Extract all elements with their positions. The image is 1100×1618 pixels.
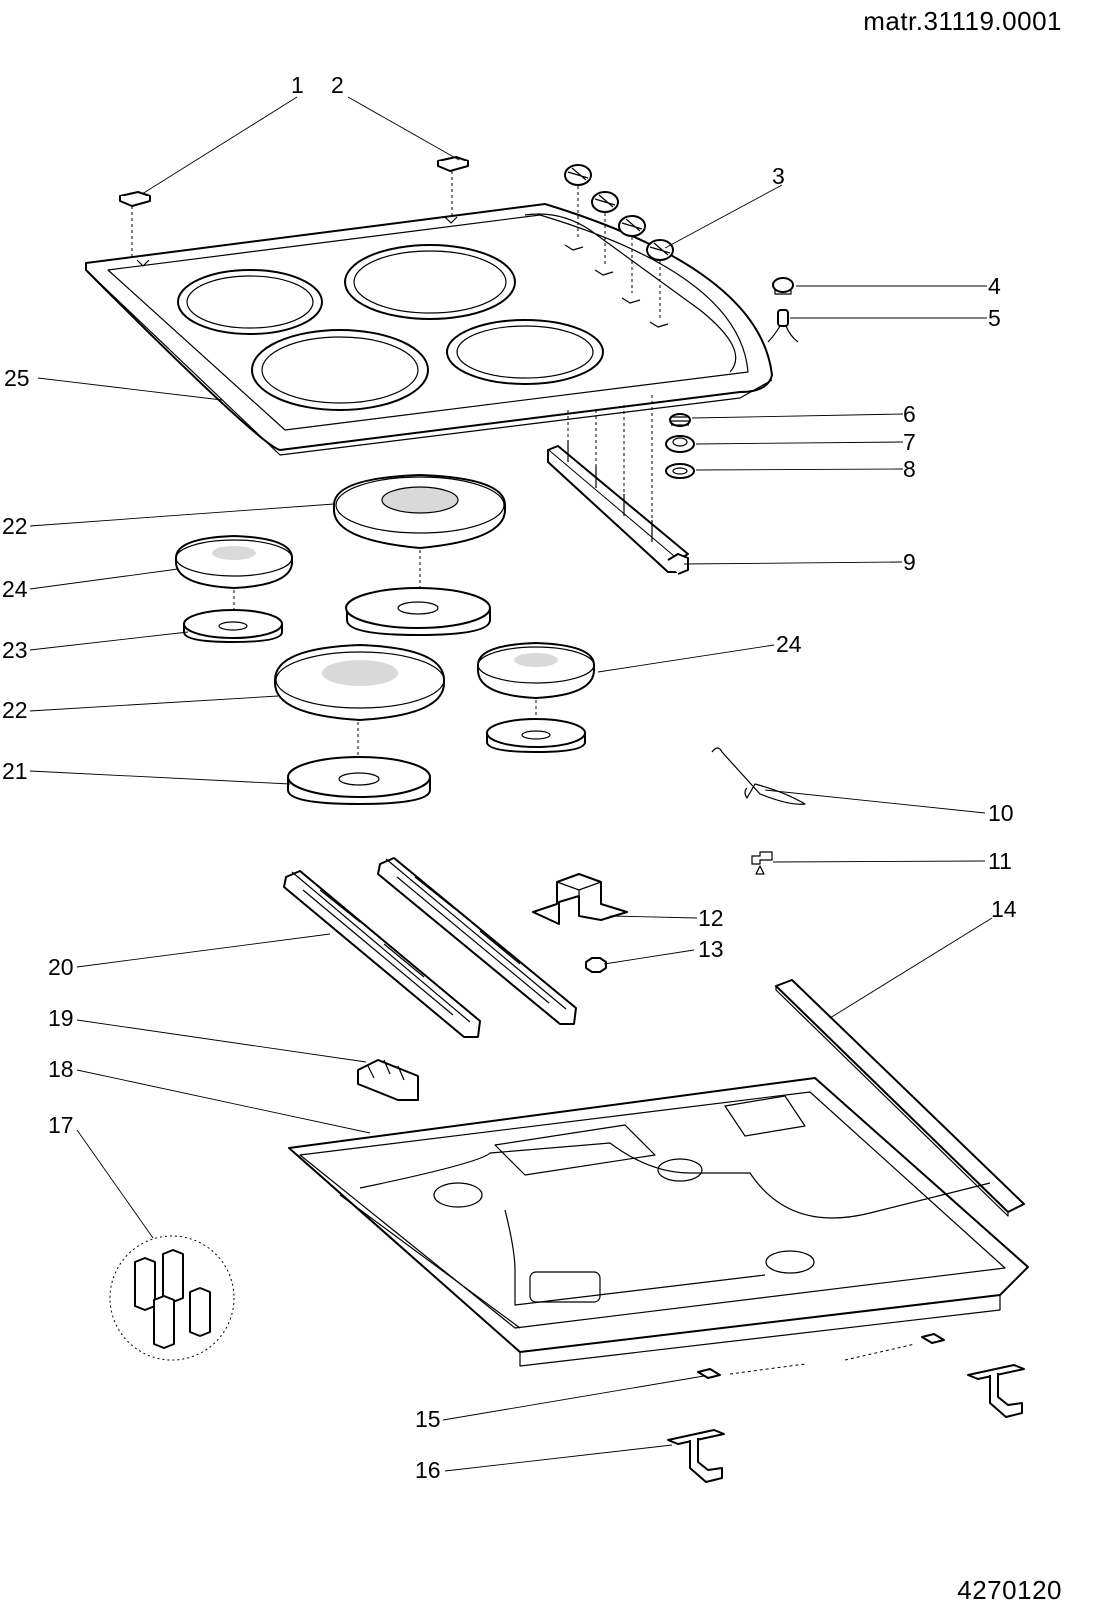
control-knobs [564, 164, 674, 318]
callout-21: 21 [2, 758, 28, 784]
callout-17: 17 [48, 1112, 74, 1138]
mounting-brackets [667, 1364, 1025, 1483]
callout-9: 9 [903, 549, 916, 575]
small-hotplate-right [477, 642, 595, 720]
panel-clip-1 [119, 191, 151, 258]
callout-10: 10 [988, 800, 1014, 826]
callout-5: 5 [988, 305, 1001, 331]
callout-8: 8 [903, 456, 916, 482]
callout-1: 1 [291, 72, 304, 98]
cooktop-panel [85, 203, 773, 456]
callout-24-right: 24 [776, 631, 802, 657]
sealing-strip [775, 979, 1025, 1217]
callout-22-front: 22 [2, 697, 28, 723]
nut [585, 957, 607, 973]
callout-15: 15 [415, 1406, 441, 1432]
pilot-lamp [767, 309, 799, 343]
washer [665, 463, 695, 479]
callout-20: 20 [48, 954, 74, 980]
callout-22-rear: 22 [2, 513, 28, 539]
retaining-clip [751, 851, 773, 875]
callout-14: 14 [991, 896, 1017, 922]
large-hotplate-rear [333, 474, 506, 588]
callout-16: 16 [415, 1457, 441, 1483]
trim-ring-rear-large [345, 587, 491, 636]
bottom-tray [288, 1077, 1029, 1367]
callout-23: 23 [2, 637, 28, 663]
leader-lines [29, 96, 993, 1472]
callout-4: 4 [988, 273, 1001, 299]
terminal-block [357, 1059, 419, 1101]
trim-ring-small-right [486, 718, 586, 753]
mounting-bracket [532, 873, 628, 925]
tray-clips [697, 1333, 945, 1379]
panel-clip-2 [437, 156, 469, 215]
support-rails [283, 857, 577, 1038]
large-hotplate-front [274, 644, 445, 758]
drawing-number: 4270120 [957, 1575, 1062, 1605]
callout-3: 3 [772, 163, 785, 189]
pilot-lamp-cap [772, 277, 794, 295]
callout-11: 11 [988, 848, 1012, 874]
callout-12: 12 [698, 905, 724, 931]
switch-block [547, 395, 689, 575]
material-code: matr.31119.0001 [863, 6, 1062, 36]
bushing [665, 435, 695, 453]
trim-ring-front-large [287, 756, 431, 805]
callout-6: 6 [903, 401, 916, 427]
callout-25: 25 [4, 365, 30, 391]
callout-labels: 1 2 3 4 5 6 7 8 9 10 11 12 13 14 15 16 1… [2, 72, 1017, 1483]
callout-7: 7 [903, 429, 916, 455]
trim-ring-small-left [183, 609, 283, 643]
spring [669, 413, 691, 427]
small-hotplate-left [175, 535, 293, 612]
callout-19: 19 [48, 1005, 74, 1031]
callout-18: 18 [48, 1056, 74, 1082]
callout-24-left: 24 [2, 576, 28, 602]
callout-2: 2 [331, 72, 344, 98]
wire-spring-clip [711, 747, 806, 805]
clips-detail [109, 1235, 235, 1361]
callout-13: 13 [698, 936, 724, 962]
